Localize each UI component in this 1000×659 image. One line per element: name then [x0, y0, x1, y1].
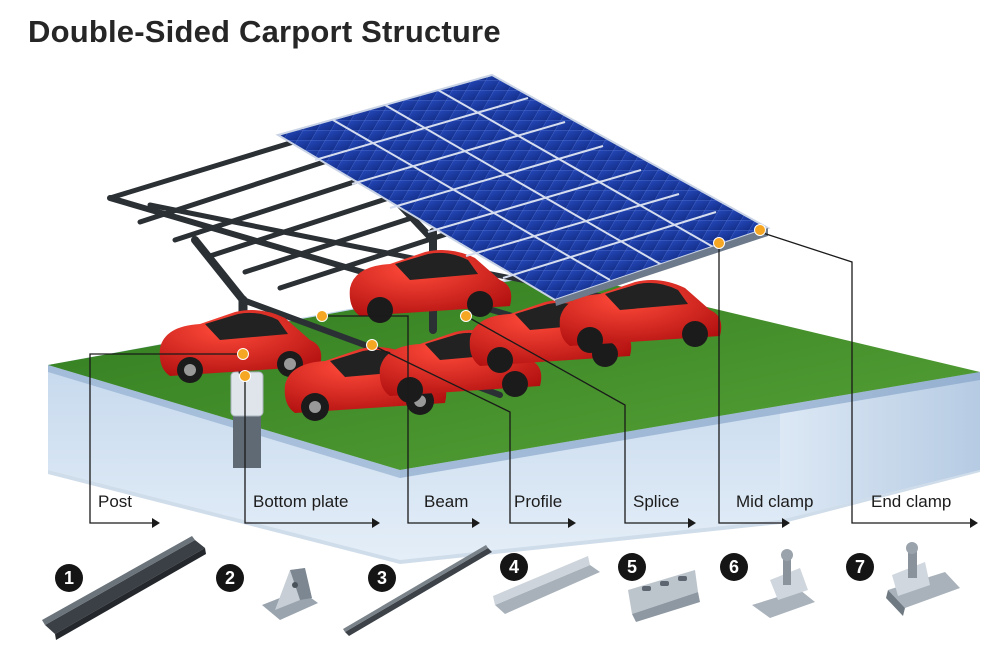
label-post: Post	[98, 492, 133, 511]
end-clamp-part-image	[886, 542, 960, 616]
badge-2: 2	[216, 564, 244, 592]
badge-4: 4	[500, 553, 528, 581]
leader-post	[89, 353, 243, 524]
badge-3: 3	[368, 564, 396, 592]
leader-splice	[465, 315, 688, 524]
profile-part-image	[493, 556, 600, 614]
label-end-clamp: End clamp	[871, 492, 952, 511]
post-foundation	[230, 371, 264, 468]
splice-part-image	[628, 570, 700, 622]
badge-1: 1	[55, 564, 83, 592]
parked-cars	[159, 250, 722, 421]
callout-dots	[237, 224, 766, 382]
leader-profile	[371, 344, 568, 524]
car	[559, 280, 722, 353]
leader-beam	[322, 315, 472, 524]
solar-panel-array	[275, 73, 771, 306]
post-part-image	[42, 536, 206, 640]
leader-bottom-plate	[244, 376, 372, 524]
leader-mid-clamp	[718, 243, 782, 524]
car	[159, 310, 322, 383]
beam-part-image	[343, 545, 492, 636]
badge-7: 7	[846, 553, 874, 581]
badge-5: 5	[618, 553, 646, 581]
callout-arrowheads	[152, 518, 978, 528]
bottom-plate-part-image	[262, 568, 318, 620]
mid-clamp-part-image	[752, 549, 815, 618]
label-profile: Profile	[514, 492, 563, 511]
label-mid-clamp: Mid clamp	[736, 492, 814, 511]
callout-lines	[89, 231, 970, 524]
label-splice: Splice	[633, 492, 680, 511]
leader-end-clamp	[759, 231, 970, 524]
car	[349, 250, 512, 323]
label-bottom-plate: Bottom plate	[253, 492, 349, 511]
label-beam: Beam	[424, 492, 469, 511]
badge-6: 6	[720, 553, 748, 581]
page-title: Double-Sided Carport Structure	[28, 14, 501, 49]
